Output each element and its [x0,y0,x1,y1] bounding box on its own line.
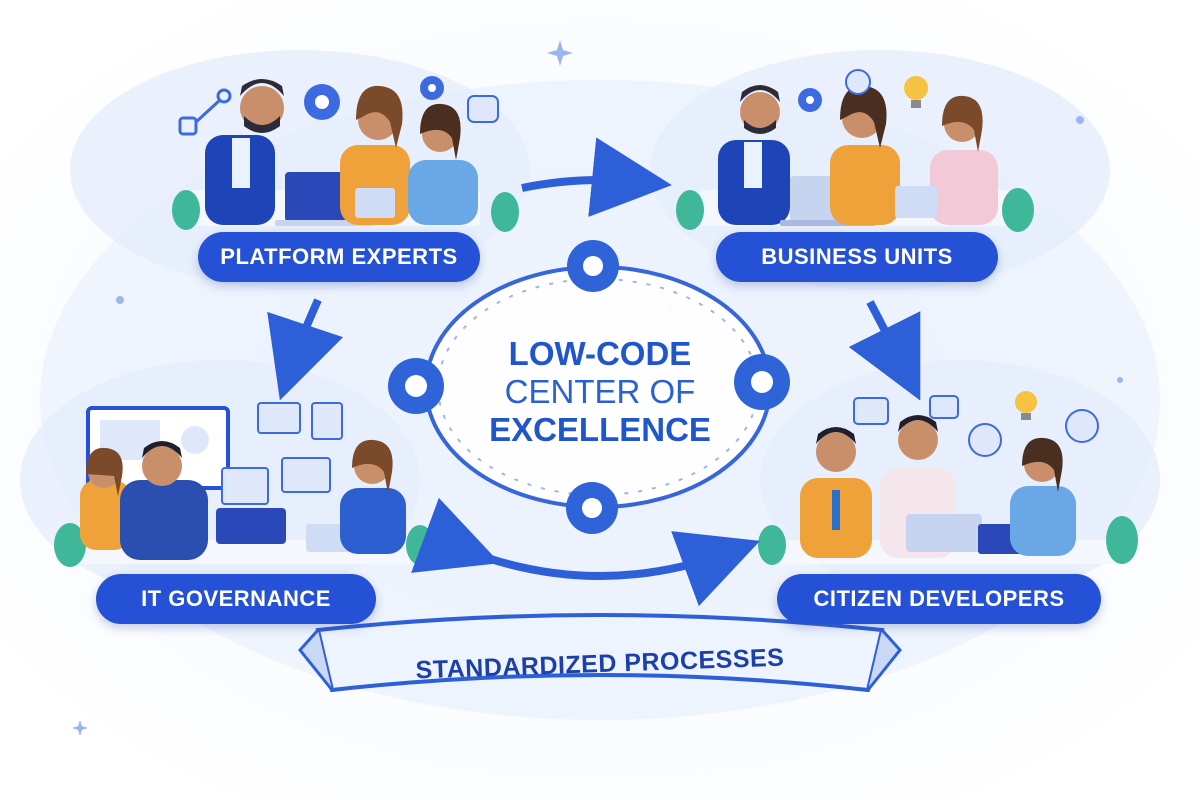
gear-icon [566,482,618,534]
person-icon [355,103,478,225]
business-units-scene [676,69,1034,232]
person-icon [830,85,900,225]
platform-experts-label: PLATFORM EXPERTS [198,232,480,282]
person-icon [800,427,872,558]
business-units-label: BUSINESS UNITS [716,232,998,282]
gear-icon [388,358,444,414]
center-title-line1: LOW-CODE [508,335,692,372]
lightbulb-icon [1015,391,1037,420]
chat-bubble-icon [853,395,1099,457]
plant-icon [172,190,519,232]
gear-icon [304,84,340,120]
center-title: LOW-CODE CENTER OF EXCELLENCE [430,335,770,449]
gear-icon [420,76,444,100]
plant-icon [676,188,1034,232]
gear-icon [798,88,822,112]
person-icon [895,95,998,225]
it-governance-label: IT GOVERNANCE [96,574,376,624]
person-icon [120,441,208,560]
person-icon [718,85,790,225]
person-icon [205,79,284,225]
person-icon [80,447,130,550]
arrow-itgov-citizen [411,497,761,607]
arrow-business-to-citizen [848,300,921,401]
center-title-line2: CENTER OF [504,373,696,410]
gear-icon [734,354,790,410]
arrow-platform-to-itgov [267,298,344,401]
link-icon [178,88,232,136]
center-title-line3: EXCELLENCE [489,411,711,448]
citizen-developers-label: CITIZEN DEVELOPERS [777,574,1101,624]
plant-icon [758,516,1138,565]
arrow-platform-to-business [521,137,672,218]
person-icon [340,439,406,554]
it-governance-scene [54,402,434,567]
chat-bubble-icon [467,95,499,123]
standardized-processes-banner [298,613,902,693]
lightbulb-icon [904,76,928,108]
chat-bubble-icon [845,69,871,95]
person-icon [1010,437,1076,556]
document-icon [221,402,343,505]
gear-icon [567,240,619,292]
platform-experts-scene [172,76,519,232]
citizen-developers-scene [758,391,1138,565]
